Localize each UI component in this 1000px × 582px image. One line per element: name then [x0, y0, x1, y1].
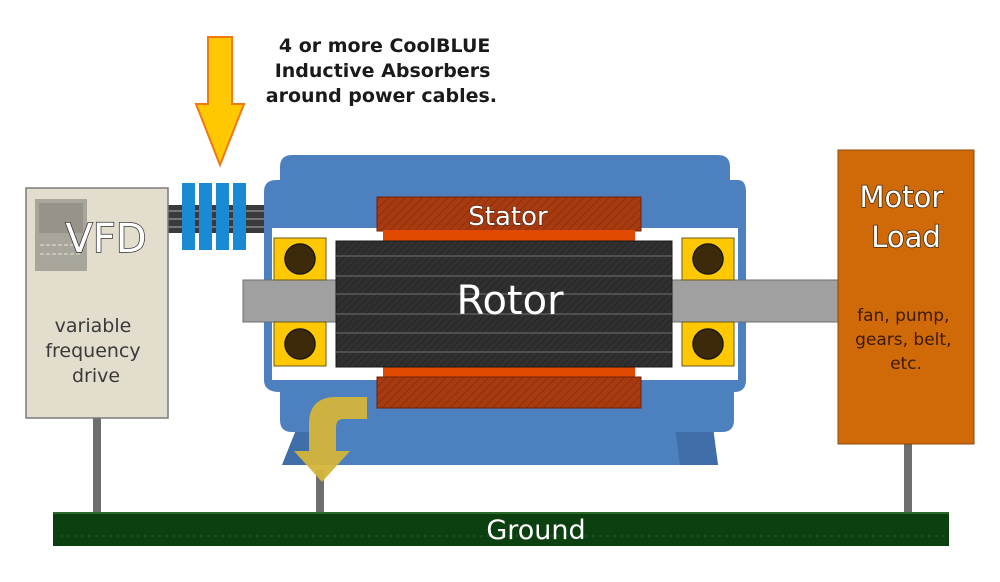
load-ground-post [904, 442, 912, 514]
ground-bar: Ground [53, 512, 949, 546]
vfd-ground-post [93, 418, 101, 514]
load-description-line: etc. [890, 354, 922, 374]
load-description-line: gears, belt, [855, 330, 951, 350]
stator-label: Stator [468, 202, 548, 232]
rotor: Rotor [335, 240, 673, 368]
load-description-line: fan, pump, [857, 306, 949, 326]
load-title-line: Motor [859, 180, 943, 214]
absorber-core [182, 183, 195, 250]
vfd-description: variable frequency drive [45, 315, 146, 387]
motor-load: Motor Load fan, pump, gears, belt, etc. [837, 149, 975, 445]
callout-text: 4 or more CoolBLUE Inductive Absorbers a… [266, 35, 497, 107]
load-description: fan, pump, gears, belt, etc. [855, 306, 957, 374]
stator-bottom [376, 367, 642, 409]
absorber-core [216, 183, 229, 250]
load-title: Motor Load [859, 180, 952, 254]
absorber-core [199, 183, 212, 250]
ground-label: Ground [486, 515, 585, 546]
vfd-description-line: frequency [45, 340, 140, 362]
absorber-core [233, 183, 246, 250]
callout-line: around power cables. [266, 85, 497, 107]
callout-line: 4 or more CoolBLUE [279, 35, 490, 57]
down-arrow-icon [194, 36, 246, 168]
vfd-unit: VFD variable frequency drive [25, 187, 169, 419]
motor-ground-post [316, 470, 324, 514]
load-title-line: Load [871, 220, 941, 254]
rotor-label: Rotor [456, 278, 564, 324]
current-path-arrow-icon [294, 397, 367, 482]
bearings [273, 237, 735, 367]
callout-line: Inductive Absorbers [275, 60, 491, 82]
vfd-title: VFD [65, 216, 146, 262]
vfd-description-line: variable [55, 315, 132, 337]
vfd-description-line: drive [72, 365, 120, 387]
stator-top: Stator [376, 196, 642, 241]
inductive-absorbers [182, 183, 246, 250]
